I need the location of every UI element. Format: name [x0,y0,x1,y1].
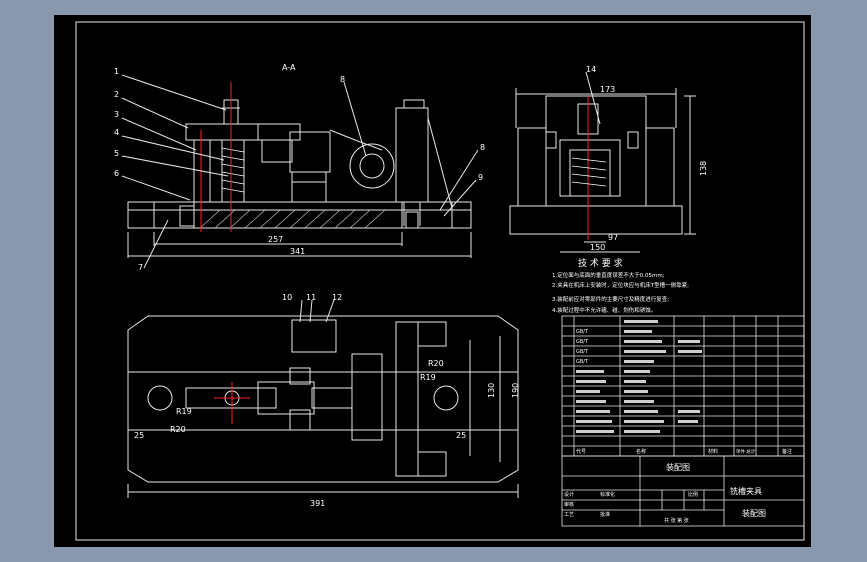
dim-r19-left: R19 [176,407,192,416]
leader-6: 6 [114,169,119,178]
dim-25-left: 25 [134,431,144,440]
tech-title: 技 术 要 求 [578,257,623,269]
label-design: 设计 [564,491,574,498]
header-weight: 单件 总计 [736,448,756,455]
dim-190: 190 [511,383,520,398]
label-process: 工艺 [564,512,574,518]
leader-right-8: 8 [480,143,485,152]
tech-line-4: 4.装配过程中不允许磕、碰、划伤和锈蚀。 [552,306,656,314]
leader-11: 11 [306,293,316,302]
product-name: 铣槽夹具 [730,486,762,496]
leader-14: 14 [586,65,596,74]
tech-requirements: 技 术 要 求 1.定位面与底面的垂直度误差不大于0.05mm; 2.夹具在机床… [552,257,689,314]
title-block [561,315,805,527]
leader-3: 3 [114,110,119,119]
front-view [121,74,479,269]
leader-5: 5 [114,149,119,158]
part-row-code-2: GB/T [576,339,589,345]
dim-r20-left: R20 [170,425,186,434]
tech-line-2: 2.夹具在机床上安装时，定位块应与机床T型槽一侧靠紧; [552,281,689,289]
leader-4: 4 [114,128,119,137]
part-row-code-4: GB/T [576,359,589,365]
side-view [509,71,696,253]
leader-top-8: 8 [340,75,345,84]
header-name: 名称 [636,448,646,455]
plan-outline [127,315,519,483]
section-label: A-A [282,63,296,72]
dim-341: 341 [290,247,305,256]
dim-150: 150 [590,243,605,252]
sheet-background [54,15,811,547]
label-sheet: 共 张 第 张 [664,517,689,524]
dim-257: 257 [268,235,283,244]
tech-line-1: 1.定位面与底面的垂直度误差不大于0.05mm; [552,271,665,279]
label-approve: 批准 [600,511,610,518]
dim-173: 173 [600,85,615,94]
drawing-type: 装配图 [742,508,766,518]
dim-r20-right: R20 [428,359,444,368]
leader-12: 12 [332,293,342,302]
leader-10: 10 [282,293,292,302]
label-check: 审核 [564,501,574,508]
outer-frame [75,21,805,541]
dim-25-right: 25 [456,431,466,440]
dim-97: 97 [608,233,618,242]
dim-391: 391 [310,499,325,508]
part-row-code-3: GB/T [576,349,589,355]
header-material: 材料 [708,448,718,455]
dim-130: 130 [487,383,496,398]
label-scale: 比例 [688,491,698,498]
plan-view [127,299,519,498]
label-standard: 标准化 [600,491,615,498]
dim-r19-right: R19 [420,373,436,382]
leader-right-9: 9 [478,173,483,182]
drawing-name: 装配图 [666,462,690,472]
tech-line-3: 3.装配前应对零部件的主要尺寸及精度进行复查; [552,295,669,303]
leader-2: 2 [114,90,119,99]
header-note: 备注 [782,448,792,455]
leader-7: 7 [138,263,143,272]
leader-1: 1 [114,67,119,76]
dim-138: 138 [699,161,708,176]
header-code: 代号 [576,448,586,455]
part-row-code-1: GB/T [576,329,589,335]
